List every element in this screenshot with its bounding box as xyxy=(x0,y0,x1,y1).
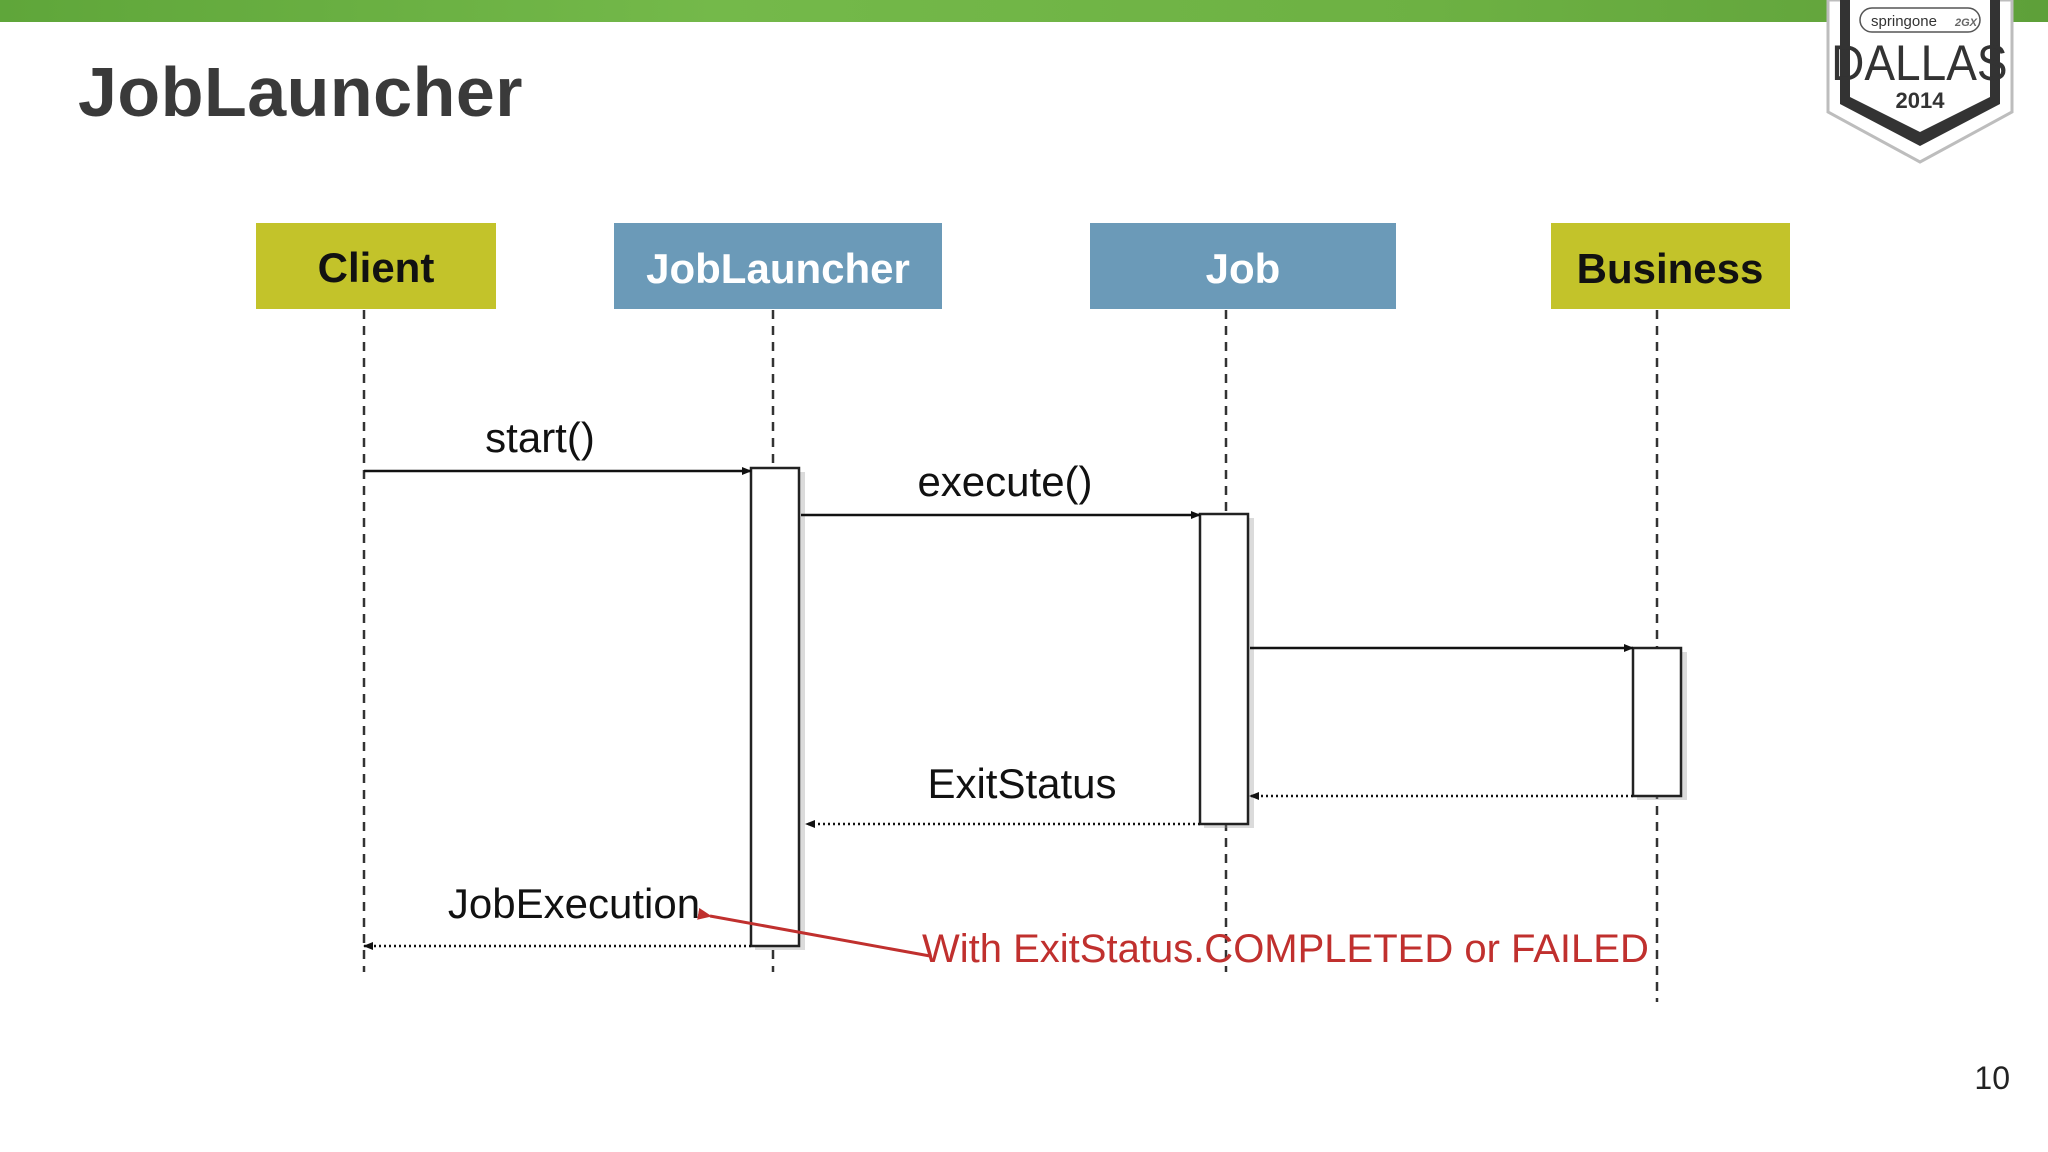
actor-business: Business xyxy=(1551,223,1790,309)
actor-client: Client xyxy=(256,223,496,309)
exitstatus-label: ExitStatus xyxy=(927,760,1116,807)
job-activation-bar xyxy=(1198,512,1250,826)
actor-job-label: Job xyxy=(1206,245,1281,292)
top-accent-bar xyxy=(0,0,2048,22)
joblauncher-activation-bar xyxy=(749,466,801,948)
actor-client-label: Client xyxy=(318,244,435,291)
actor-joblauncher-label: JobLauncher xyxy=(646,245,910,292)
page-number: 10 xyxy=(1974,1060,2010,1096)
execute-label: execute() xyxy=(917,458,1092,505)
badge-brand: springone xyxy=(1871,13,1937,30)
badge-year: 2014 xyxy=(1896,88,1946,113)
business-activation-bar xyxy=(1631,646,1683,798)
start-label: start() xyxy=(485,414,595,461)
svg-text:2GX: 2GX xyxy=(1954,17,1978,29)
note-pointer-arrow xyxy=(697,907,931,958)
springone-dallas-badge: springone 2GX DALLAS 2014 xyxy=(1826,0,2014,164)
actor-joblauncher: JobLauncher xyxy=(614,223,942,309)
badge-city: DALLAS xyxy=(1831,36,2007,91)
slide-title: JobLauncher xyxy=(78,53,524,131)
actor-business-label: Business xyxy=(1577,245,1764,292)
completion-note: With ExitStatus.COMPLETED or FAILED xyxy=(922,927,1649,971)
actor-job: Job xyxy=(1090,223,1396,309)
jobexecution-label: JobExecution xyxy=(448,880,700,927)
